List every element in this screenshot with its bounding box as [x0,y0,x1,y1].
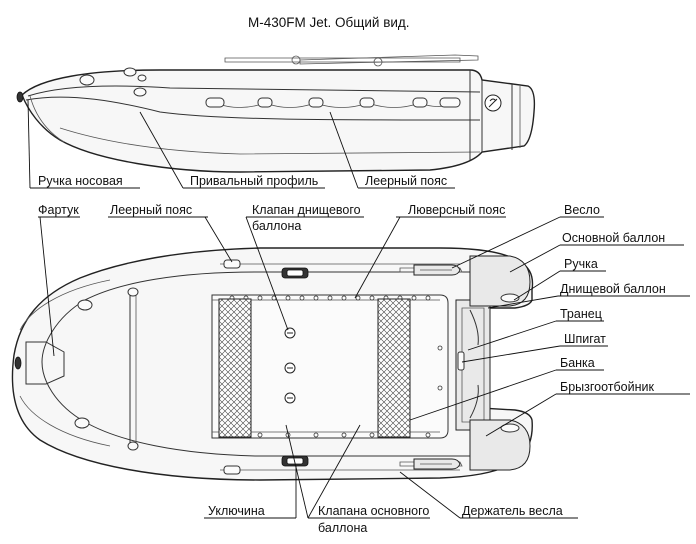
top-view-inner-tube [41,271,470,457]
label-floor-tube: Днищевой баллон [560,282,666,296]
leader-floor-valve [245,216,289,331]
oar-bottom [399,458,463,470]
label-top-lifeline: Леерный пояс [110,203,192,217]
leader-scupper [461,345,561,363]
oarlock-top [281,267,309,279]
label-spray-deflector: Брызгоотбойник [560,380,654,394]
stern-tube-end-top [469,255,531,307]
leader-seat [409,369,557,421]
leader-top-lifeline [204,216,233,263]
side-view-lifeline [205,97,461,108]
leader-oar [451,216,561,269]
leader-bow-handle [27,99,31,189]
leader-main-valve-b [307,424,361,519]
label-apron: Фартук [38,203,79,217]
scupper [457,351,465,371]
stern-handle-bottom [500,423,520,433]
floor-valve-icon [284,327,296,404]
label-floor-valve-1: Клапан днищевого [252,203,361,217]
stern-tube-end-bottom [469,419,531,471]
brand-logo-icon [484,94,502,112]
label-oarlock: Уключина [208,504,265,518]
leader-spray-deflector [485,393,557,437]
side-view-bow-handles [79,67,147,97]
side-view-oars [224,54,479,67]
leader-main-valve-a [285,424,309,519]
leader-floor-tube [487,295,559,309]
side-view [16,54,536,173]
leader-main-tube [509,244,561,273]
label-bow-handle: Ручка носовая [38,174,123,188]
side-view-hull [21,69,536,173]
leader-rub-strake [139,111,184,189]
label-rub-strake: Привальный профиль [190,174,318,188]
spray-deflector-top [469,309,479,346]
label-side-lifeline: Леерный пояс [365,174,447,188]
stern-handle-top [500,293,520,303]
leader-handle [513,270,561,301]
oar-top [399,264,463,276]
apron [25,341,65,385]
label-main-tube: Основной баллон [562,231,665,245]
label-floor-valve-2: баллона [252,219,301,233]
label-transom: Транец [560,307,602,321]
label-scupper: Шпигат [564,332,606,346]
leader-side-lifeline [329,111,359,189]
label-main-valve-2: баллона [318,521,367,535]
label-handle: Ручка [564,257,598,271]
label-grommet-belt: Люверсный пояс [408,203,505,217]
leader-grommet-belt [354,216,401,299]
side-view-rub-strake [25,96,481,121]
label-main-valve-1: Клапана основного [318,504,429,518]
spray-deflector-bottom [469,384,479,419]
label-oar: Весло [564,203,600,217]
oarlock-bottom [281,455,309,467]
leader-apron [39,216,55,357]
leader-oar-holder [399,471,461,519]
diagram-title: M-430FM Jet. Общий вид. [248,15,410,30]
side-view-tube-line [27,85,481,97]
label-oar-holder: Держатель весла [462,504,563,518]
top-view [11,247,534,481]
seat-front [218,298,252,438]
leader-transom [467,320,557,351]
seat-rear [377,298,411,438]
label-seat: Банка [560,356,595,370]
